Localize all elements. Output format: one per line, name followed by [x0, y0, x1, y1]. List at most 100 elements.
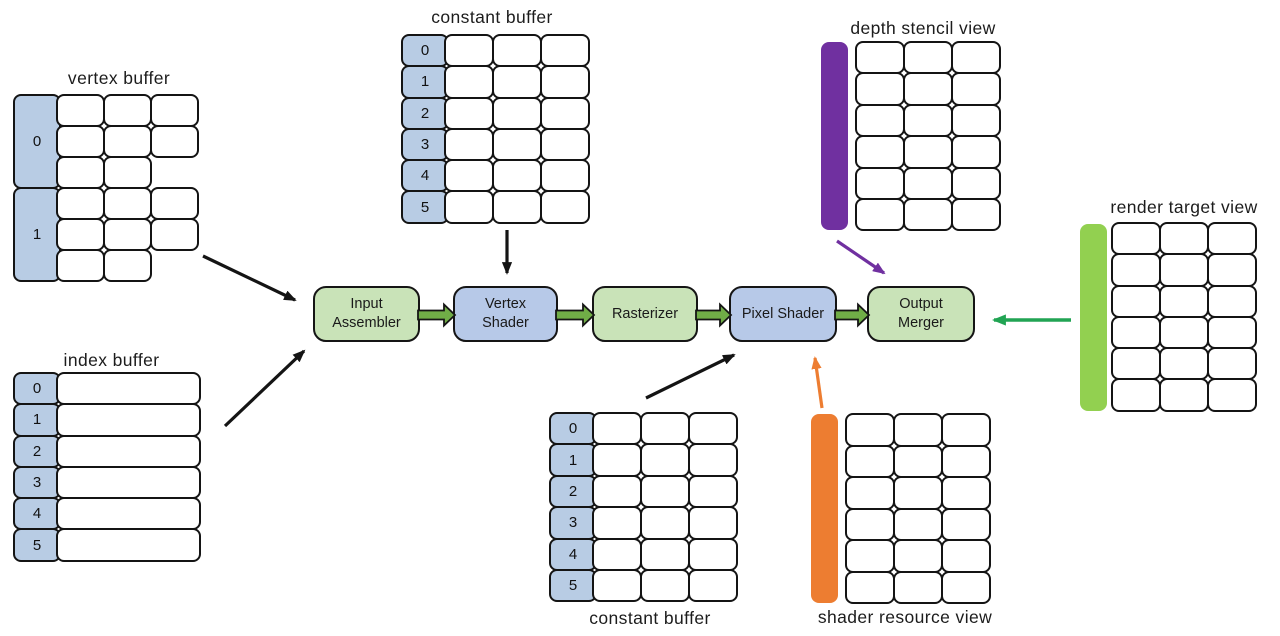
grid-cell — [444, 190, 494, 224]
grid-cell — [951, 197, 1001, 232]
grid-cell — [640, 474, 690, 509]
grid-cell — [688, 568, 738, 603]
grid-cell — [951, 135, 1001, 169]
grid-cell — [150, 94, 199, 127]
grid-cell — [56, 372, 201, 406]
grid-cell — [893, 413, 943, 447]
grid-cell — [103, 218, 152, 251]
pipeline-stage-rasterizer: Rasterizer — [592, 286, 698, 342]
vertex-buffer-title: vertex buffer — [67, 68, 171, 88]
grid-cell — [855, 197, 905, 232]
grid-cell — [444, 65, 494, 99]
grid-cell — [56, 125, 105, 158]
grid-cell — [1159, 222, 1209, 256]
grid-cell — [1207, 253, 1257, 287]
grid-cell — [103, 187, 152, 220]
grid-cell — [845, 444, 895, 478]
grid-cell — [56, 156, 105, 189]
grid-cell — [1207, 315, 1257, 350]
grid-cell — [893, 476, 943, 510]
grid-cell — [492, 65, 542, 99]
grid-cell — [951, 103, 1001, 138]
grid-cell — [941, 539, 991, 573]
grid-cell — [855, 166, 905, 200]
grid-cell — [56, 528, 201, 562]
grid-cell — [903, 166, 953, 200]
grid-cell — [56, 403, 201, 437]
grid-cell — [56, 434, 201, 468]
grid-cell — [941, 570, 991, 604]
render-target-grid — [1111, 222, 1257, 412]
grid-cell — [103, 249, 152, 282]
grid-cell — [893, 539, 943, 573]
row-label-cell: 4 — [549, 537, 597, 571]
row-label-cell: 1 — [13, 403, 61, 437]
grid-cell — [893, 507, 943, 541]
grid-cell — [150, 218, 199, 251]
grid-cell — [1159, 253, 1209, 287]
grid-cell — [941, 444, 991, 478]
shader-resource-view-title: shader resource view — [817, 607, 993, 627]
stage-label: Rasterizer — [611, 305, 679, 322]
grid-cell — [855, 72, 905, 106]
row-label-cell: 1 — [13, 187, 61, 282]
grid-cell — [688, 506, 738, 540]
grid-cell — [941, 507, 991, 541]
grid-cell — [688, 537, 738, 571]
row-label-cell: 5 — [549, 568, 597, 603]
grid-cell — [951, 72, 1001, 106]
row-label-cell: 0 — [13, 94, 61, 189]
row-label-cell: 1 — [549, 443, 597, 477]
constant-buffer-bottom-title: constant buffer — [589, 608, 711, 628]
stage-label: Input Assembler — [332, 296, 401, 331]
render-target-view-title: render target view — [1110, 197, 1258, 217]
grid-cell — [444, 127, 494, 162]
row-label-cell: 2 — [549, 474, 597, 509]
arrow-index-buffer-to-input-assembler — [223, 349, 306, 428]
grid-cell — [56, 497, 201, 531]
grid-cell — [444, 159, 494, 193]
grid-cell — [540, 96, 590, 130]
block-arrow-ia-to-vs — [417, 302, 457, 328]
grid-cell — [1111, 253, 1161, 287]
grid-cell — [592, 474, 642, 509]
grid-cell — [951, 41, 1001, 75]
grid-cell — [688, 412, 738, 446]
grid-cell — [941, 413, 991, 447]
index-buffer-grid — [56, 372, 201, 562]
grid-cell — [893, 570, 943, 604]
grid-cell — [592, 506, 642, 540]
grid-cell — [1111, 284, 1161, 318]
row-label-cell: 5 — [401, 190, 449, 224]
constant-buffer-top-title: constant buffer — [431, 7, 553, 27]
block-arrow-rz-to-ps — [695, 302, 733, 328]
row-label-cell: 2 — [401, 96, 449, 130]
constant-buffer-top-grid — [444, 34, 590, 224]
grid-cell — [893, 444, 943, 478]
grid-cell — [103, 156, 152, 189]
row-label-cell: 3 — [13, 465, 61, 500]
grid-cell — [444, 96, 494, 130]
grid-cell — [855, 135, 905, 169]
arrow-constant-buffer-to-pixel-shader — [645, 353, 736, 400]
grid-cell — [540, 127, 590, 162]
grid-cell — [1111, 222, 1161, 256]
grid-cell — [540, 190, 590, 224]
vertex-buffer-grid — [56, 94, 199, 282]
row-label-cell: 4 — [13, 497, 61, 531]
grid-cell — [492, 34, 542, 68]
shader-resource-grid — [845, 413, 991, 604]
arrow-vertex-buffer-to-input-assembler — [202, 254, 297, 302]
grid-cell — [845, 476, 895, 510]
stage-label: Output Merger — [898, 296, 944, 331]
grid-cell — [688, 474, 738, 509]
grid-cell — [1159, 315, 1209, 350]
